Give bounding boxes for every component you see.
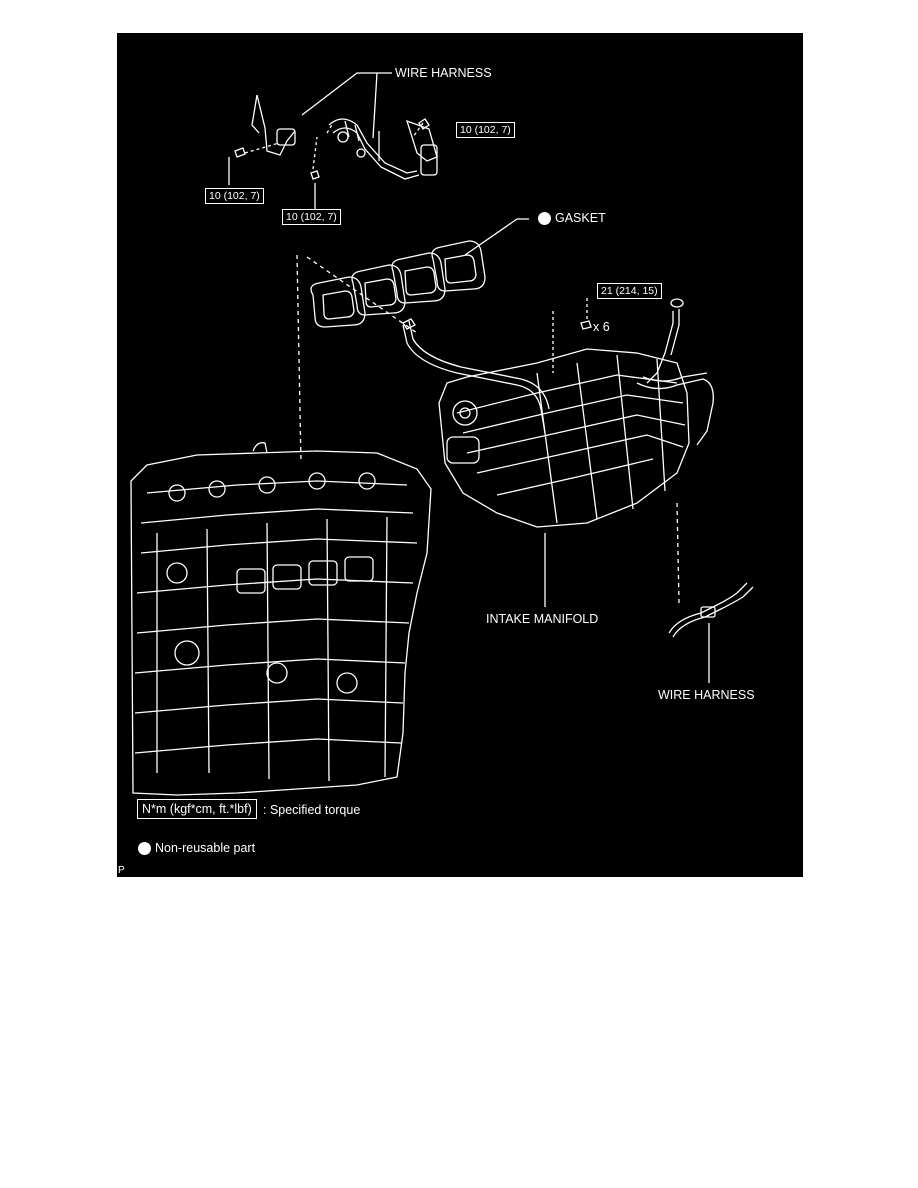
label-wire-harness-top: WIRE HARNESS bbox=[395, 66, 492, 80]
torque-box-manifold-bolt: 21 (214, 15) bbox=[597, 283, 662, 299]
legend-non-reusable-text: Non-reusable part bbox=[155, 841, 256, 855]
legend-torque-description: : Specified torque bbox=[263, 803, 361, 817]
leader-gasket bbox=[464, 218, 529, 256]
torque-box-top-center: 10 (102, 7) bbox=[282, 209, 341, 225]
leader-wire-harness-top-2 bbox=[372, 72, 378, 139]
bolt-axis-lines-top bbox=[244, 122, 424, 170]
bolts-top bbox=[234, 118, 430, 180]
leader-wire-harness-top bbox=[301, 72, 392, 116]
non-reusable-marker-gasket bbox=[538, 212, 551, 225]
label-gasket: GASKET bbox=[555, 211, 606, 225]
bolt-21 bbox=[580, 320, 592, 330]
top-wire-harness-part bbox=[251, 94, 438, 180]
intake-manifold-part bbox=[402, 298, 714, 528]
legend-non-reusable-marker bbox=[138, 842, 151, 855]
label-intake-manifold: INTAKE MANIFOLD bbox=[486, 612, 599, 626]
corner-mark: P bbox=[118, 865, 125, 876]
torque-box-top-right: 10 (102, 7) bbox=[456, 122, 515, 138]
label-bolt-quantity: x 6 bbox=[593, 320, 610, 334]
engine-block-part bbox=[130, 442, 432, 796]
exploded-view-diagram: WIRE HARNESS 10 (102, 7) 10 (102, 7) 10 … bbox=[117, 33, 803, 877]
torque-box-top-left: 10 (102, 7) bbox=[205, 188, 264, 204]
gasket-part bbox=[310, 240, 486, 328]
assembly-axis-lines bbox=[296, 254, 680, 604]
diagram-linework bbox=[130, 72, 754, 796]
legend-torque-unit: N*m (kgf*cm, ft.*lbf) bbox=[137, 799, 257, 819]
label-wire-harness-bottom: WIRE HARNESS bbox=[658, 688, 755, 702]
bottom-wire-harness-part bbox=[668, 582, 754, 638]
